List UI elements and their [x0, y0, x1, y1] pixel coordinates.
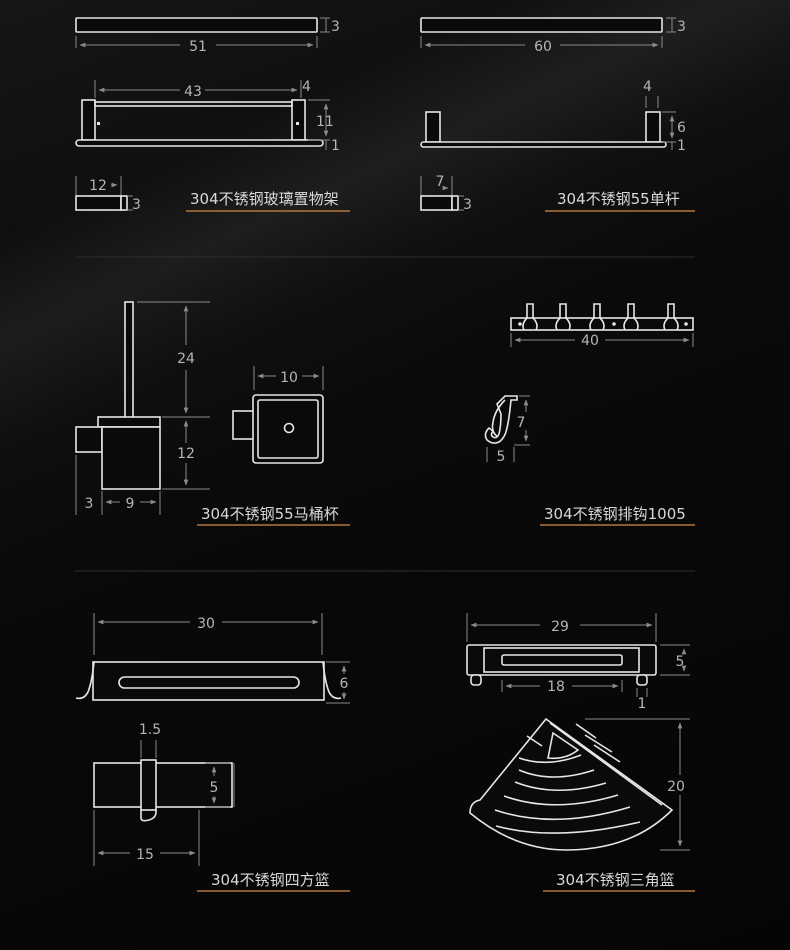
dim-label: 43	[184, 84, 202, 100]
dim-label: 3	[677, 19, 686, 35]
dim-label: 1	[677, 138, 686, 154]
dim-label: 4	[643, 79, 652, 95]
caption-toilet-brush: 304不锈钢55马桶杯	[201, 505, 339, 523]
toilet-brush-drawing: 24 12 3 9 10	[75, 301, 324, 515]
dim-label: 7	[517, 415, 526, 431]
dim-label: 1	[331, 138, 340, 154]
dim-label: 6	[340, 676, 349, 692]
dim-label: 24	[177, 351, 195, 367]
dim-label: 18	[547, 679, 565, 695]
dim-label: 7	[436, 174, 445, 190]
dim-label: 12	[177, 446, 195, 462]
caption-corner-basket: 304不锈钢三角篮	[556, 871, 675, 889]
single-rod-drawing: 3 60 4 6 1 7 3	[420, 17, 686, 213]
caption-glass-shelf: 304不锈钢玻璃置物架	[190, 190, 339, 208]
glass-shelf-drawing: 3 51 43 4 11 1 12 3	[75, 17, 340, 213]
dim-label: 1	[638, 696, 647, 712]
dim-label: 40	[581, 333, 599, 349]
dim-label: 9	[126, 496, 135, 512]
caption-hook-rail: 304不锈钢排钩1005	[544, 505, 686, 523]
dim-label: 30	[197, 616, 215, 632]
dim-label: 4	[302, 79, 311, 95]
dim-label: 3	[463, 197, 472, 213]
square-basket-drawing: 30 6 1.5 5 15	[75, 613, 350, 866]
dim-label: 1.5	[139, 722, 161, 738]
hook-rail-drawing: 40 7 5	[484, 303, 694, 465]
dim-label: 3	[331, 19, 340, 35]
dim-label: 6	[677, 120, 686, 136]
dim-label: 29	[551, 619, 569, 635]
dim-label: 20	[667, 779, 685, 795]
dim-label: 10	[280, 370, 298, 386]
dim-label: 5	[497, 449, 506, 465]
caption-single-rod: 304不锈钢55单杆	[557, 190, 680, 208]
dim-label: 3	[85, 496, 94, 512]
dim-label: 51	[189, 39, 207, 55]
caption-square-basket: 304不锈钢四方篮	[211, 871, 330, 889]
dim-label: 3	[132, 197, 141, 213]
dim-label: 15	[136, 847, 154, 863]
dim-label: 12	[89, 178, 107, 194]
dim-label: 11	[316, 114, 334, 130]
dim-label: 60	[534, 39, 552, 55]
dim-label: 5	[676, 654, 685, 670]
dim-label: 5	[210, 780, 219, 796]
corner-basket-drawing: 29 5 18 1	[466, 613, 690, 851]
